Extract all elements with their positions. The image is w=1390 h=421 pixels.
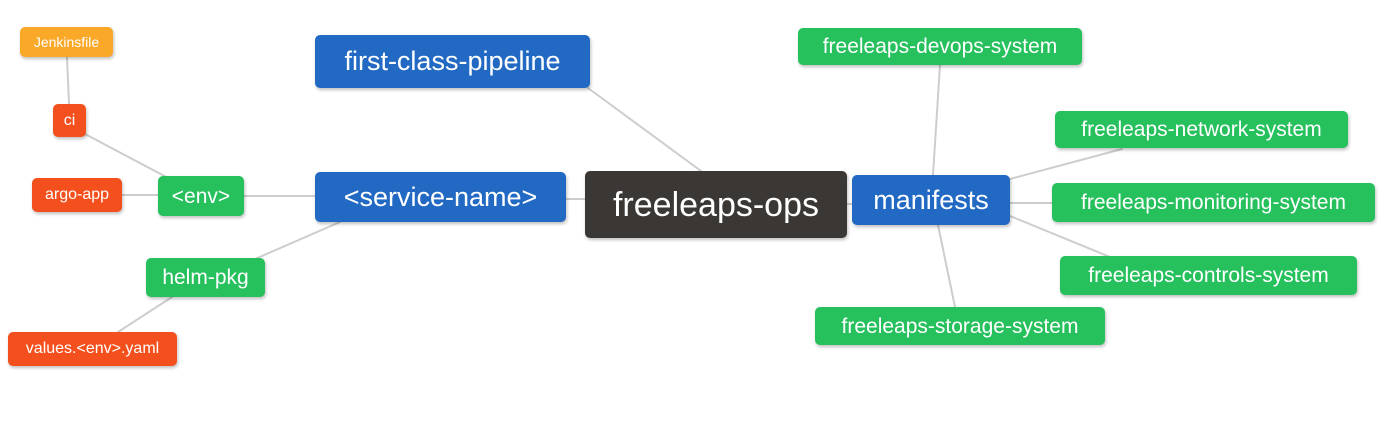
- node-label: helm-pkg: [162, 266, 249, 289]
- node-env[interactable]: <env>: [158, 176, 244, 216]
- edge-manifests-devops-system: [932, 64, 941, 176]
- node-values-env-yaml[interactable]: values.<env>.yaml: [8, 332, 177, 366]
- edge-jenkinsfile-ci: [66, 56, 70, 105]
- edge-first-class-pipeline-freeleaps-ops: [587, 87, 702, 172]
- node-storage-system[interactable]: freeleaps-storage-system: [815, 307, 1105, 345]
- node-controls-system[interactable]: freeleaps-controls-system: [1060, 256, 1357, 295]
- node-ci[interactable]: ci: [53, 104, 86, 137]
- node-label: <service-name>: [343, 181, 538, 212]
- node-label: manifests: [873, 184, 989, 215]
- node-label: freeleaps-monitoring-system: [1081, 191, 1346, 214]
- node-argo-app[interactable]: argo-app: [32, 178, 122, 212]
- node-first-class-pipeline[interactable]: first-class-pipeline: [315, 35, 590, 88]
- node-label: freeleaps-controls-system: [1088, 264, 1329, 287]
- node-label: freeleaps-network-system: [1081, 118, 1322, 141]
- node-network-system[interactable]: freeleaps-network-system: [1055, 111, 1348, 148]
- node-label: freeleaps-devops-system: [822, 35, 1058, 58]
- node-label: values.<env>.yaml: [25, 340, 160, 357]
- edge-manifests-storage-system: [937, 224, 956, 308]
- node-manifests[interactable]: manifests: [852, 175, 1010, 225]
- node-label: Jenkinsfile: [33, 34, 100, 50]
- edge-helm-pkg-service-name: [254, 221, 341, 260]
- node-devops-system[interactable]: freeleaps-devops-system: [798, 28, 1082, 65]
- node-label: ci: [63, 111, 76, 129]
- node-label: first-class-pipeline: [344, 46, 561, 76]
- node-service-name[interactable]: <service-name>: [315, 172, 566, 222]
- edge-ci-env: [84, 133, 173, 181]
- edge-values-env-yaml-helm-pkg: [117, 296, 173, 333]
- node-label: argo-app: [44, 186, 110, 203]
- node-label: <env>: [171, 184, 231, 208]
- node-freeleaps-ops[interactable]: freeleaps-ops: [585, 171, 847, 238]
- node-jenkinsfile[interactable]: Jenkinsfile: [20, 27, 113, 57]
- node-monitoring-system[interactable]: freeleaps-monitoring-system: [1052, 183, 1375, 222]
- node-helm-pkg[interactable]: helm-pkg: [146, 258, 265, 297]
- node-label: freeleaps-storage-system: [841, 314, 1079, 338]
- edge-manifests-controls-system: [1009, 215, 1111, 258]
- node-label: freeleaps-ops: [612, 185, 819, 224]
- edge-manifests-network-system: [1009, 148, 1123, 180]
